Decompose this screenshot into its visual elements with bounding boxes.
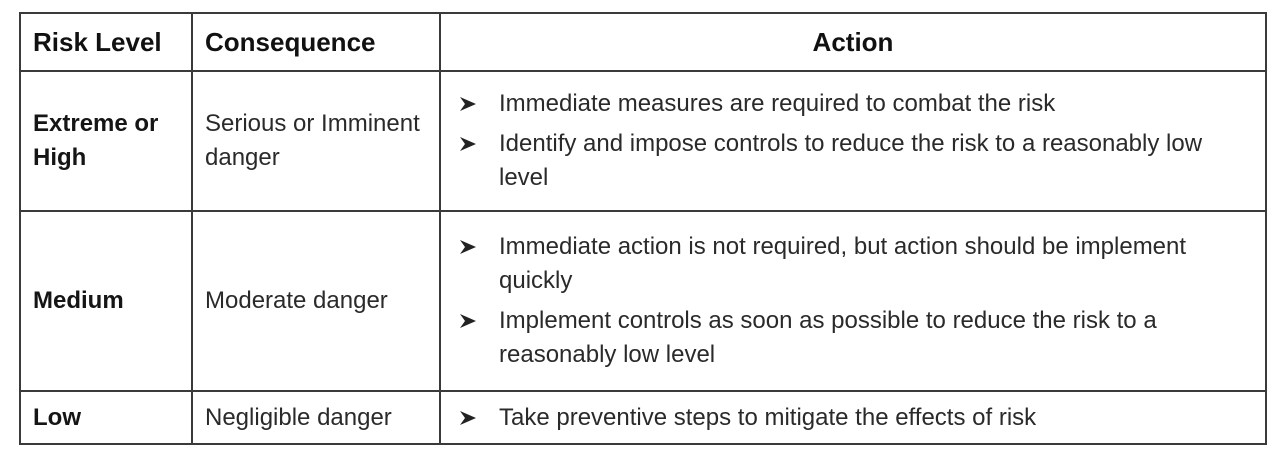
header-risk-level: Risk Level xyxy=(19,12,193,72)
arrow-bullet-icon xyxy=(460,137,476,151)
action-item: Take preventive steps to mitigate the ef… xyxy=(459,401,1253,435)
table-row: Low Negligible danger Take preventive st… xyxy=(19,390,1267,445)
action-text: Identify and impose controls to reduce t… xyxy=(499,130,1203,191)
action-cell: Take preventive steps to mitigate the ef… xyxy=(439,390,1267,445)
action-item: Identify and impose controls to reduce t… xyxy=(459,127,1253,195)
consequence-cell: Moderate danger xyxy=(191,210,441,392)
arrow-bullet-icon xyxy=(460,314,476,328)
action-item: Immediate action is not required, but ac… xyxy=(459,230,1253,298)
arrow-bullet-icon xyxy=(460,410,476,425)
action-item: Immediate measures are required to comba… xyxy=(459,87,1253,121)
action-list: Immediate action is not required, but ac… xyxy=(453,230,1253,372)
action-cell: Immediate measures are required to comba… xyxy=(439,70,1267,212)
table-row: Extreme or High Serious or Imminent dang… xyxy=(19,70,1267,212)
risk-level-cell: Medium xyxy=(19,210,193,392)
risk-level-cell: Low xyxy=(19,390,193,445)
table-row: Medium Moderate danger Immediate action … xyxy=(19,210,1267,392)
header-row: Risk Level Consequence Action xyxy=(19,12,1267,72)
header-consequence: Consequence xyxy=(191,12,441,72)
consequence-cell: Serious or Imminent danger xyxy=(191,70,441,212)
action-text: Take preventive steps to mitigate the ef… xyxy=(499,403,1037,431)
action-text: Immediate action is not required, but ac… xyxy=(499,233,1187,294)
action-list: Immediate measures are required to comba… xyxy=(453,87,1253,195)
risk-level-cell: Extreme or High xyxy=(19,70,193,212)
risk-table: Risk Level Consequence Action Extreme or… xyxy=(19,12,1267,445)
header-action: Action xyxy=(439,12,1267,72)
action-text: Implement controls as soon as possible t… xyxy=(499,307,1157,368)
action-item: Implement controls as soon as possible t… xyxy=(459,304,1253,372)
consequence-cell: Negligible danger xyxy=(191,390,441,445)
action-text: Immediate measures are required to comba… xyxy=(499,90,1056,117)
arrow-bullet-icon xyxy=(460,97,476,111)
arrow-bullet-icon xyxy=(460,240,476,254)
action-list: Take preventive steps to mitigate the ef… xyxy=(453,401,1253,435)
action-cell: Immediate action is not required, but ac… xyxy=(439,210,1267,392)
